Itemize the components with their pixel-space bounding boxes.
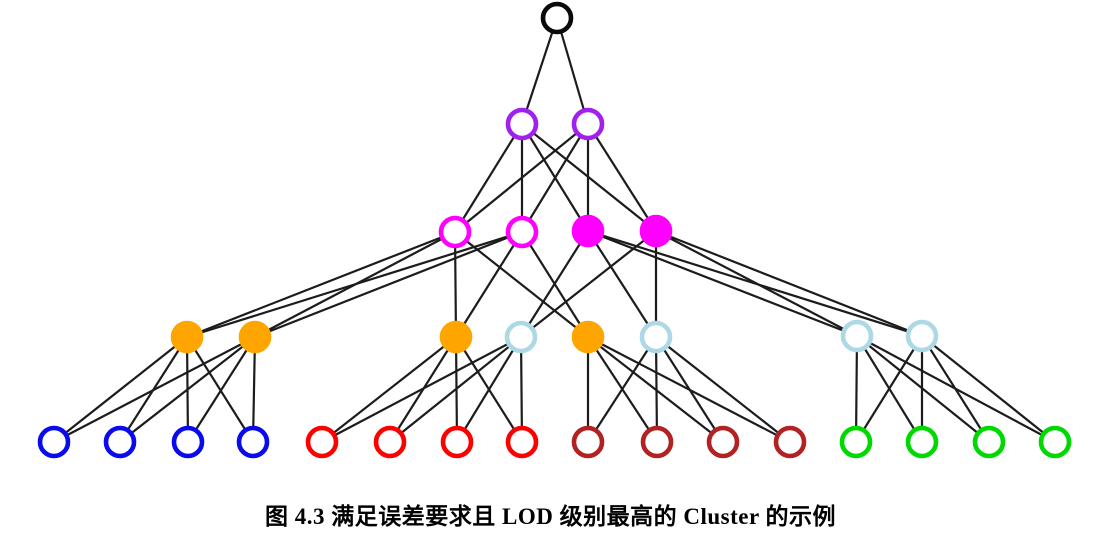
edge-lb4-r4 xyxy=(519,335,524,444)
edge-m2-o3 xyxy=(454,230,524,339)
edge-o2-b3 xyxy=(186,335,257,444)
node-g4-level4 xyxy=(1038,425,1072,459)
node-m1-level2 xyxy=(438,215,472,249)
node-g3-level4 xyxy=(972,425,1006,459)
node-o5-level3 xyxy=(571,320,605,354)
node-p1-level1 xyxy=(505,107,539,141)
edge-o2-b4 xyxy=(251,335,257,444)
figure-caption: 图 4.3 满足误差要求且 LOD 级别最高的 Cluster 的示例 xyxy=(265,504,836,529)
edge-lb4-r2 xyxy=(388,335,523,444)
edge-lb6-d4 xyxy=(654,335,792,444)
node-m2-level2 xyxy=(505,215,539,249)
edge-m2-o2 xyxy=(253,230,524,339)
node-b4-level4 xyxy=(236,425,270,459)
edge-root-p2 xyxy=(555,16,590,126)
edge-m4-lb4 xyxy=(519,229,658,339)
edge-lb8-g4 xyxy=(920,334,1057,444)
edge-root-p1 xyxy=(520,16,559,126)
node-m4-level2 xyxy=(639,214,673,248)
node-g1-level4 xyxy=(839,425,873,459)
node-d4-level4 xyxy=(773,425,807,459)
node-b1-level4 xyxy=(37,425,71,459)
node-o2-level3 xyxy=(238,320,272,354)
node-root-level0 xyxy=(540,1,574,35)
edge-m3-lb4 xyxy=(519,229,590,339)
node-b2-level4 xyxy=(103,425,137,459)
edge-o1-b4 xyxy=(185,335,255,444)
edge-m3-lb7 xyxy=(586,229,859,338)
edge-lb8-g1 xyxy=(854,334,924,444)
edge-lb7-g1 xyxy=(854,334,859,444)
node-b3-level4 xyxy=(171,425,205,459)
edge-o2-b2 xyxy=(118,335,257,444)
node-r2-level4 xyxy=(373,425,407,459)
node-d1-level4 xyxy=(571,425,605,459)
node-d3-level4 xyxy=(706,425,740,459)
edge-lb4-r1 xyxy=(320,335,523,444)
edge-lb8-g3 xyxy=(920,334,991,444)
edge-o3-r1 xyxy=(320,335,458,444)
edge-m3-lb6 xyxy=(586,229,658,339)
edge-p1-m1 xyxy=(453,122,524,234)
edge-p2-m4 xyxy=(586,122,658,233)
edge-lb6-d3 xyxy=(654,335,725,444)
edge-lb6-d2 xyxy=(654,335,659,444)
edge-m4-lb8 xyxy=(654,229,924,338)
edge-m2-o1 xyxy=(185,230,524,339)
node-o1-level3 xyxy=(170,320,204,354)
edge-o2-b1 xyxy=(52,335,257,444)
edge-m1-o3 xyxy=(453,230,458,339)
node-r4-level4 xyxy=(505,425,539,459)
node-lb4-level3 xyxy=(504,320,538,354)
edge-p2-m1 xyxy=(453,122,590,234)
node-d2-level4 xyxy=(640,425,674,459)
node-r3-level4 xyxy=(440,425,474,459)
edge-m4-lb7 xyxy=(654,229,859,338)
node-lb7-level3 xyxy=(840,319,874,353)
edge-m1-o1 xyxy=(185,230,457,339)
node-o3-level3 xyxy=(439,320,473,354)
node-r1-level4 xyxy=(305,425,339,459)
node-lb6-level3 xyxy=(639,320,673,354)
edge-lb4-r3 xyxy=(455,335,523,444)
node-g2-level4 xyxy=(905,425,939,459)
node-m3-level2 xyxy=(571,214,605,248)
edge-lb6-d1 xyxy=(586,335,658,444)
node-lb8-level3 xyxy=(905,319,939,353)
edge-p2-m2 xyxy=(520,122,590,234)
edge-o1-b1 xyxy=(52,335,189,444)
node-p2-level1 xyxy=(571,107,605,141)
